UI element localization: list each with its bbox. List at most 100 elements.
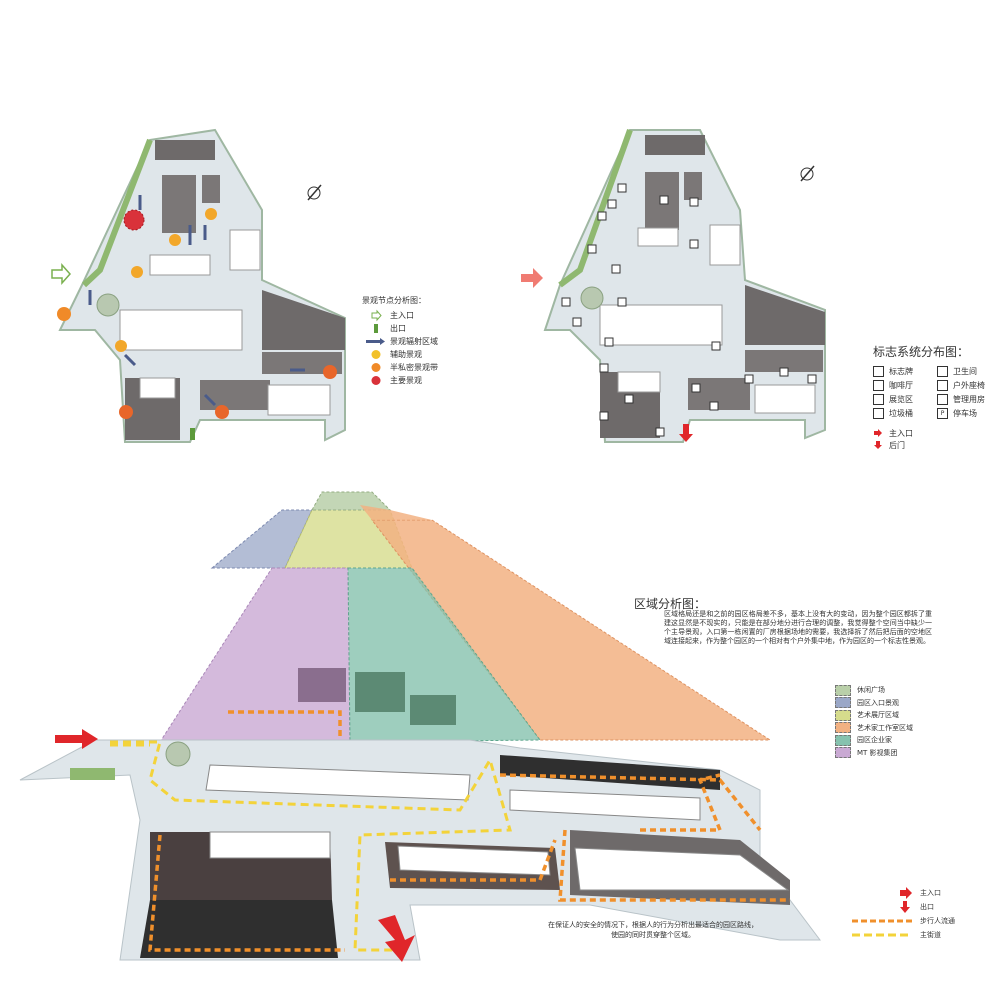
- legend-label: 后门: [889, 440, 905, 450]
- zone-analysis-title: 区域分析图：: [634, 597, 707, 611]
- zone-exit-arrow: [378, 915, 415, 962]
- radiation-arrows: [88, 195, 305, 407]
- tree-canopy: [165, 741, 191, 767]
- sign-markers: [561, 183, 817, 437]
- building-white: [709, 224, 741, 266]
- legend-label: 垃圾桶: [889, 409, 913, 418]
- building-white: [754, 384, 816, 414]
- red-arrow-right-icon: [874, 429, 882, 437]
- roof-block: [162, 175, 196, 233]
- aux-landscape-node: [131, 266, 143, 278]
- grass-strip-2: [558, 128, 633, 288]
- roof-block: [262, 352, 342, 374]
- radiation-arrow-icon: [366, 338, 385, 345]
- flow-legend-row: 主入口: [852, 886, 955, 900]
- zone-label: MT 影视集团: [857, 748, 898, 757]
- legend-title: 景观节点分析图：: [362, 296, 426, 305]
- red-arrow-right-icon: [900, 887, 912, 899]
- toilet-icon: [937, 366, 948, 377]
- roof-dark: [500, 755, 720, 790]
- building-white: [267, 384, 331, 416]
- building-white: [119, 309, 243, 351]
- zone-swatch: [835, 697, 851, 709]
- zone-analysis-description: 区域格局还是和之前的园区格局差不多，基本上没有大的变动，因为整个园区都拆了重建这…: [664, 610, 932, 645]
- grass-strip: [70, 768, 115, 780]
- legend-label: 管理用房: [953, 395, 985, 404]
- zone-legend-row: MT 影视集团: [835, 747, 913, 760]
- aux-landscape-node: [169, 234, 181, 246]
- building-white: [149, 254, 211, 276]
- legend-cell: 卫生间: [937, 366, 1000, 377]
- red-arrow-down-icon: [874, 441, 882, 449]
- legend-cell: 标志牌: [873, 366, 937, 377]
- grass-strip-1: [81, 138, 153, 288]
- zone-main-entry-arrow: [55, 729, 98, 749]
- legend-cell: 咖啡厅: [873, 380, 937, 391]
- north-arrow-icon: [800, 167, 814, 181]
- signage-legend: 标志系统分布图： 标志牌 卫生间 咖啡厅 户外座椅 展览区 管理用房 垃圾桶 P…: [873, 343, 1000, 451]
- legend-row: 景观辐射区域: [362, 335, 438, 348]
- entry-legend: 主入口 后门: [873, 427, 1000, 451]
- legend-row: 主入口: [873, 427, 1000, 439]
- red-arrow-down-icon: [900, 901, 910, 913]
- roof-block: [745, 285, 825, 345]
- zone-legend-row: 园区入口景观: [835, 697, 913, 710]
- zone-swatch: [835, 722, 851, 734]
- roof-block: [298, 668, 346, 702]
- exhibit-icon: [873, 394, 884, 405]
- legend-cell: 垃圾桶: [873, 408, 937, 419]
- roof-block: [745, 350, 823, 372]
- legend-label: 主入口: [889, 428, 913, 438]
- building-white: [574, 847, 790, 891]
- building-white: [229, 229, 261, 271]
- zone-legend-row: 园区企业家: [835, 734, 913, 747]
- arrow-down-green-icon: [374, 324, 378, 333]
- legend-row: 出口: [362, 322, 438, 335]
- north-arrow-icon: [800, 165, 815, 182]
- coffee-icon: [873, 380, 884, 391]
- bench-icon: [937, 380, 948, 391]
- building-white: [139, 377, 176, 399]
- north-arrow-icon: [307, 186, 321, 200]
- landscape-node-legend: 景观节点分析图： 主入口 出口 景观辐射区域 辅助景观 半私密景观带 主要景观: [362, 294, 438, 387]
- roof-block: [688, 378, 750, 410]
- roof-block: [355, 672, 405, 712]
- flow-legend: 主入口 出口 步行人流通 主街道: [852, 886, 955, 942]
- roof-block: [262, 290, 345, 350]
- trash-icon: [873, 408, 884, 419]
- roof-block: [202, 175, 220, 203]
- yellow-dot-icon: [371, 350, 381, 359]
- main-street-path: [110, 740, 512, 952]
- orange-dot-icon: [371, 363, 381, 372]
- zone-swatch: [835, 684, 851, 696]
- aux-landscape-node: [205, 208, 217, 220]
- flow-legend-row: 主街道: [852, 928, 955, 942]
- flow-label: 步行人流通: [920, 917, 955, 925]
- legend-label: 主要景观: [390, 376, 422, 385]
- zone-legend-row: 休闲广场: [835, 684, 913, 697]
- zone-artist-studio-top: [360, 505, 432, 520]
- building-white: [599, 304, 723, 346]
- back-gate-arrow: [679, 424, 693, 442]
- yellow-dash-line: [852, 933, 912, 937]
- semi-private-node: [215, 405, 229, 419]
- orange-dash-line: [852, 919, 912, 923]
- tree-canopy: [96, 293, 120, 317]
- legend-row: 半私密景观带: [362, 361, 438, 374]
- main-entry-arrow-red: [521, 268, 543, 288]
- roof-block: [410, 695, 456, 725]
- main-entry-arrow: [51, 263, 72, 285]
- legend-label: 半私密景观带: [390, 363, 438, 372]
- zone-label: 园区入口景观: [857, 698, 899, 707]
- flow-legend-row: 步行人流通: [852, 914, 955, 928]
- aux-landscape-node: [115, 340, 127, 352]
- legend-label: 出口: [390, 324, 406, 333]
- legend-label: 主入口: [390, 311, 414, 320]
- zone-label: 园区企业家: [857, 736, 892, 745]
- flow-label: 主街道: [920, 931, 941, 939]
